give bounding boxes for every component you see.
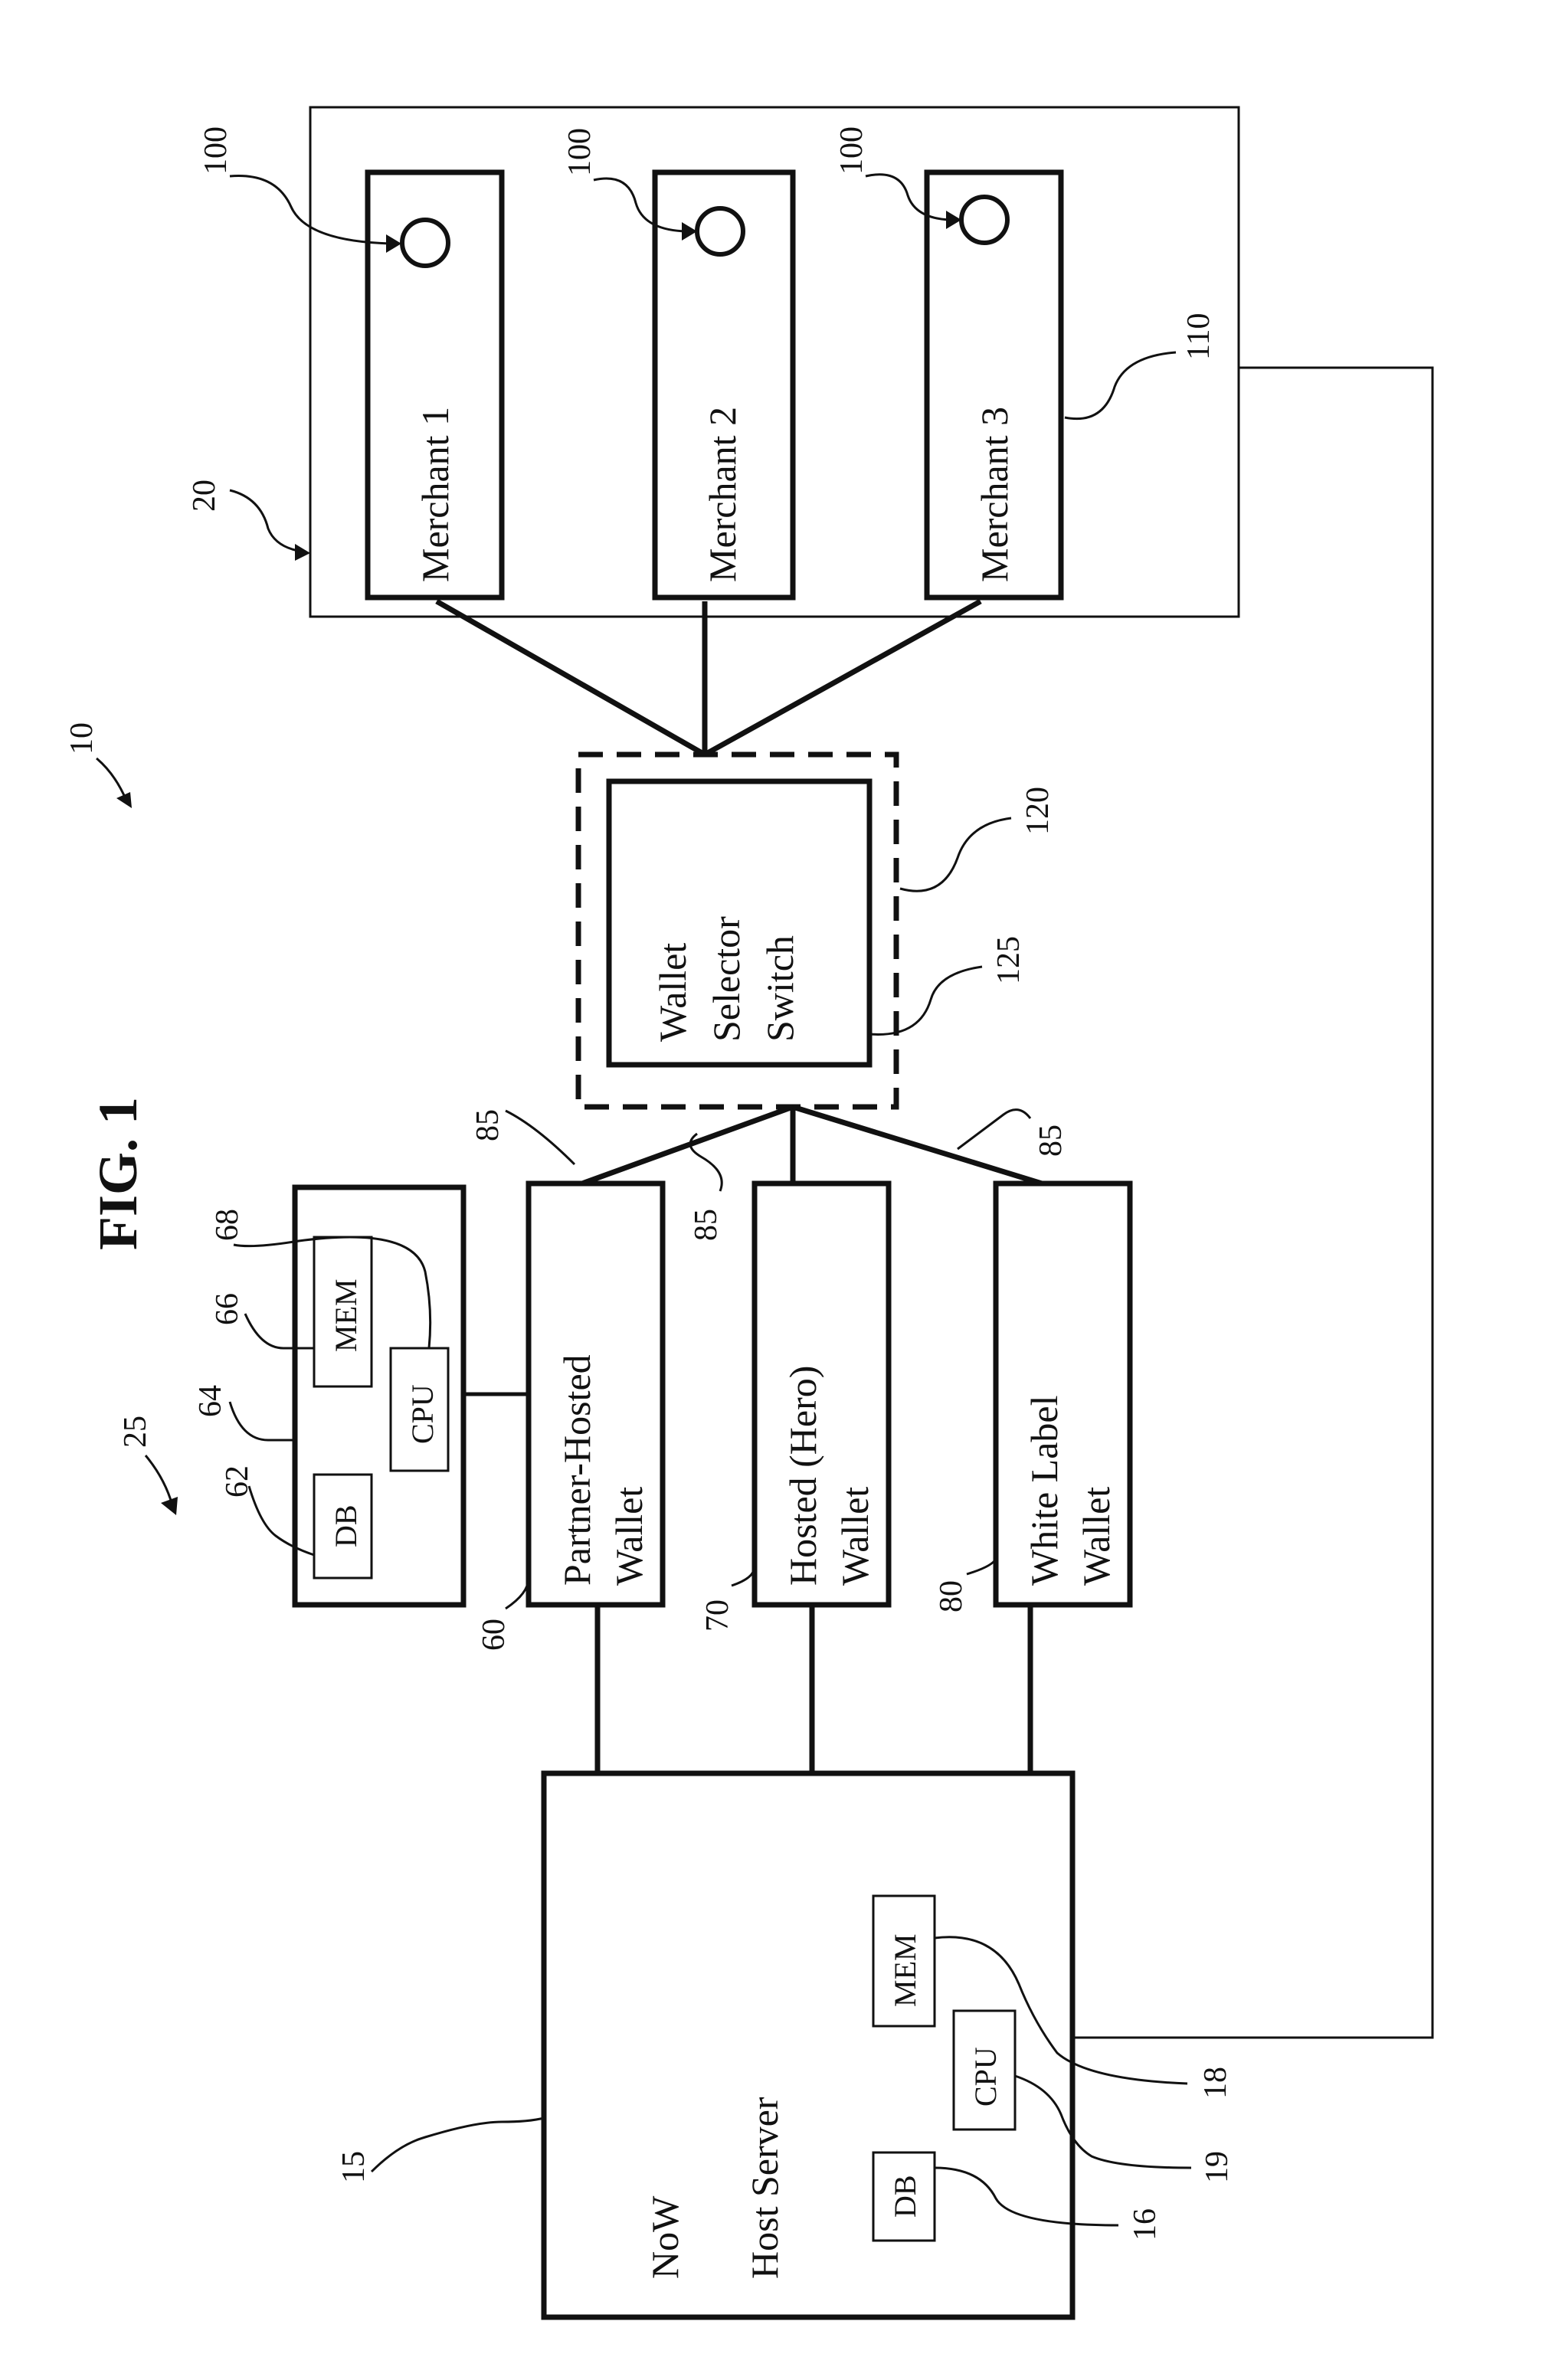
ref-partner-db: 62 xyxy=(220,1465,255,1498)
ref-connection-3-leader xyxy=(958,1110,1030,1149)
ref-host-cpu: 19 xyxy=(1200,2151,1235,2183)
ref-connection-1-leader xyxy=(506,1111,575,1164)
figure-title: FIG. 1 xyxy=(87,1097,149,1250)
ref-whitelabel-wallet: 80 xyxy=(934,1580,969,1612)
merchant-2-label: Merchant 2 xyxy=(701,407,744,582)
ref-merchant-3-mark: 100 xyxy=(834,126,869,175)
switch-whitelabel-line xyxy=(793,1107,1042,1183)
ref-system-leader xyxy=(97,758,126,800)
ref-connection-2: 85 xyxy=(689,1209,724,1241)
ref-hosted-wallet: 70 xyxy=(700,1599,735,1632)
ref-host-server: 15 xyxy=(336,2151,372,2183)
ref-system: 10 xyxy=(64,722,100,755)
ref-partner-wallet-leader xyxy=(506,1578,529,1609)
ref-partner-wallet: 60 xyxy=(476,1619,512,1651)
ref-wallet-group-leader xyxy=(146,1455,172,1505)
ref-merchant-group: 20 xyxy=(187,480,222,512)
ref-switch-box-leader xyxy=(869,967,982,1034)
partner-db-label: DB xyxy=(329,1504,363,1547)
host-cpu-label: CPU xyxy=(968,2047,1003,2107)
ref-merchant-2-mark: 100 xyxy=(562,128,598,176)
partner-wallet-label-line2: Wallet xyxy=(607,1487,650,1586)
ref-switch-outline: 120 xyxy=(1020,787,1056,835)
host-server-name-line1: NoW xyxy=(643,2195,686,2279)
ref-merchant-group-leader xyxy=(230,490,303,552)
partner-wallet-label-line1: Partner-Hosted xyxy=(555,1354,598,1586)
ref-host-db: 16 xyxy=(1128,2208,1163,2241)
merchant-1-mark xyxy=(402,220,448,266)
switch-label-line2: Selector xyxy=(705,916,748,1042)
ref-hosted-wallet-leader xyxy=(732,1566,755,1586)
hosted-wallet-label-line2: Wallet xyxy=(833,1487,876,1586)
ref-host-mem: 18 xyxy=(1198,2067,1233,2099)
host-db-label: DB xyxy=(888,2175,922,2218)
ref-host-server-leader xyxy=(372,2118,544,2172)
hosted-wallet-label-line1: Hosted (Hero) xyxy=(781,1366,824,1586)
partner-cpu-label: CPU xyxy=(405,1384,440,1444)
switch-label-line1: Wallet xyxy=(651,943,694,1042)
whitelabel-wallet-label-line2: Wallet xyxy=(1075,1487,1118,1586)
host-server-name-line2: Host Server xyxy=(743,2097,786,2279)
merchant-2-mark xyxy=(697,208,743,254)
ref-switch-box: 125 xyxy=(991,936,1026,984)
ref-merchant-1-mark: 100 xyxy=(198,126,234,175)
ref-connection-1: 85 xyxy=(470,1109,506,1141)
ref-wallet-group-arrow xyxy=(161,1497,178,1515)
merchant-3-label: Merchant 3 xyxy=(973,407,1016,582)
ref-connection-3: 85 xyxy=(1033,1125,1069,1157)
switch-label-line3: Switch xyxy=(758,935,801,1042)
switch-partner-line xyxy=(582,1107,793,1183)
ref-merchant-group-arrow xyxy=(295,544,310,561)
ref-wallet-group: 25 xyxy=(118,1416,153,1448)
ref-partner-mem: 66 xyxy=(210,1293,245,1325)
merchant-3-switch-line xyxy=(705,601,981,755)
merchant-1-label: Merchant 1 xyxy=(414,407,457,582)
ref-partner-server: 64 xyxy=(193,1385,228,1417)
host-mem-label: MEM xyxy=(888,1933,922,2007)
ref-whitelabel-wallet-leader xyxy=(967,1559,996,1574)
ref-switch-outline-leader xyxy=(900,818,1011,891)
merchant-3-mark xyxy=(961,197,1007,243)
merchant-1-switch-line xyxy=(437,601,705,755)
ref-partner-server-leader xyxy=(230,1402,295,1440)
partner-mem-label: MEM xyxy=(329,1278,363,1352)
ref-merchant-box: 110 xyxy=(1181,313,1216,360)
whitelabel-wallet-label-line1: White Label xyxy=(1023,1396,1066,1586)
ref-partner-cpu: 68 xyxy=(210,1209,245,1241)
